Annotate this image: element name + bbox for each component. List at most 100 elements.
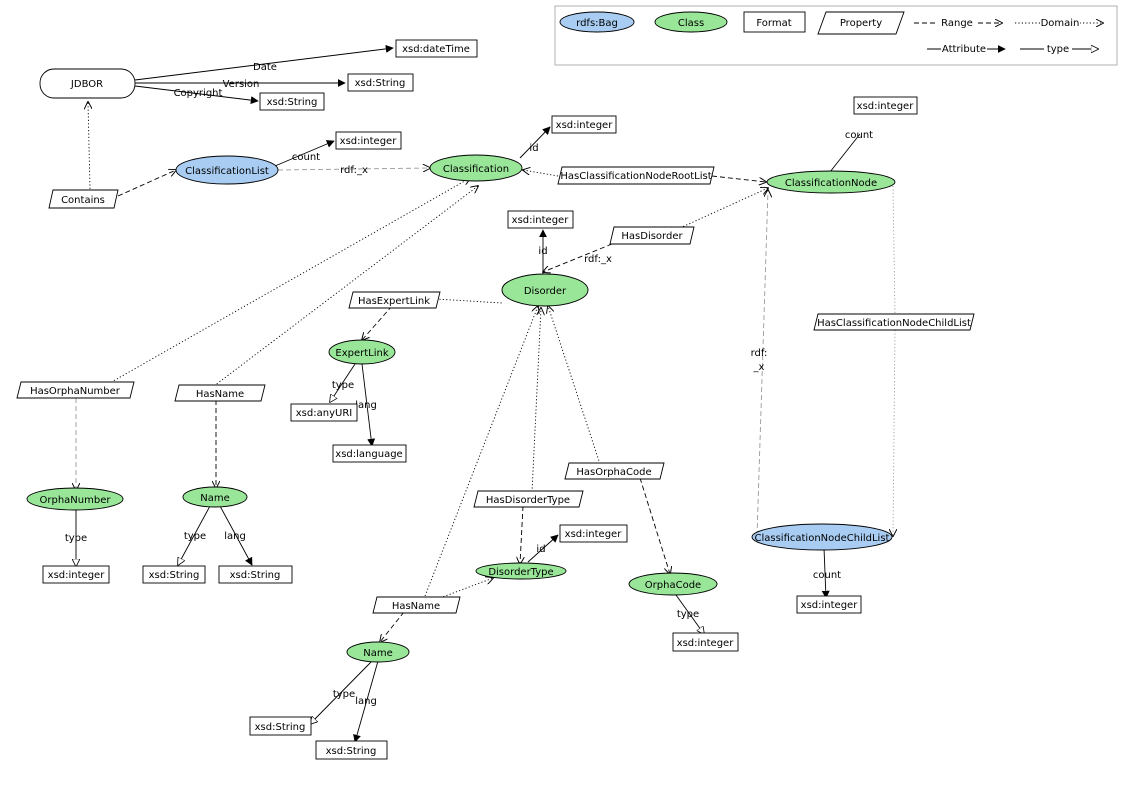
node-classnode: ClassificationNode	[766, 170, 896, 194]
edge-rdfx1	[277, 168, 430, 170]
edge-hcnrl-domain	[523, 170, 559, 177]
label-rdfx3a: rdf:	[751, 348, 768, 359]
node-str4: xsd:String	[218, 565, 293, 584]
node-classification: Classification	[429, 154, 523, 182]
node-jdbor: JDBOR	[39, 68, 136, 99]
svg-text:JDBOR: JDBOR	[70, 79, 103, 90]
node-hasexpertlink: HasExpertLink	[348, 291, 441, 309]
node-classlist: ClassificationList	[175, 155, 279, 185]
svg-text:HasExpertLink: HasExpertLink	[358, 296, 430, 307]
edge-hcncl-range	[893, 329, 895, 536]
node-hasorphanumber: HasOrphaNumber	[16, 381, 135, 399]
svg-text:xsd:integer: xsd:integer	[512, 215, 570, 226]
svg-text:HasClassificationNodeChildList: HasClassificationNodeChildList	[817, 318, 971, 329]
node-hasdisordertype: HasDisorderType	[473, 490, 584, 508]
svg-text:xsd:integer: xsd:integer	[857, 101, 915, 112]
node-hcnrl: HasClassificationNodeRootList	[557, 166, 715, 185]
legend-class-label: Class	[678, 18, 704, 29]
label-copyright: Copyright	[174, 88, 223, 99]
node-hcncl: HasClassificationNodeChildList	[813, 313, 975, 331]
edge-hasdisorder-range	[543, 243, 613, 272]
svg-text:xsd:String: xsd:String	[267, 97, 318, 108]
edge-lang2	[219, 505, 253, 566]
edge-hcnrl-range	[711, 175, 766, 182]
node-dt1: xsd:dateTime	[395, 39, 478, 58]
svg-text:xsd:integer: xsd:integer	[556, 120, 614, 131]
svg-text:xsd:anyURI: xsd:anyURI	[296, 408, 352, 419]
label-type4: type	[677, 609, 699, 620]
edge-count2	[829, 133, 861, 173]
svg-text:HasDisorderType: HasDisorderType	[486, 495, 570, 506]
svg-text:xsd:String: xsd:String	[230, 570, 281, 581]
node-orphanumber: OrphaNumber	[26, 487, 124, 511]
label-count2: count	[845, 130, 873, 141]
svg-text:xsd:String: xsd:String	[255, 722, 306, 733]
svg-text:ClassificationNodeChildList: ClassificationNodeChildList	[755, 533, 890, 544]
legend-range: Range	[914, 16, 1002, 29]
svg-text:xsd:integer: xsd:integer	[565, 529, 623, 540]
svg-text:xsd:integer: xsd:integer	[48, 570, 106, 581]
nodes: JDBOR xsd:dateTime xsd:String xsd:String…	[16, 39, 975, 760]
label-id2: id	[538, 246, 547, 257]
svg-text:xsd:dateTime: xsd:dateTime	[402, 44, 470, 55]
label-type2: type	[65, 533, 87, 544]
legend-class: Class	[654, 11, 728, 33]
svg-text:xsd:integer: xsd:integer	[677, 638, 735, 649]
node-int3: xsd:integer	[853, 96, 918, 115]
label-type1: type	[332, 380, 354, 391]
node-disorder: Disorder	[501, 273, 589, 307]
svg-text:ExpertLink: ExpertLink	[335, 348, 388, 359]
label-count1: count	[292, 152, 320, 163]
label-type5: type	[333, 689, 355, 700]
label-version: Version	[223, 79, 260, 90]
svg-text:Name: Name	[200, 493, 230, 504]
svg-text:HasOrphaCode: HasOrphaCode	[576, 467, 651, 478]
node-int6: xsd:integer	[559, 524, 628, 543]
svg-text:OrphaCode: OrphaCode	[645, 580, 701, 591]
edge-hasdisordertype-domain	[531, 308, 541, 493]
svg-text:ClassificationList: ClassificationList	[185, 166, 269, 177]
edge-hasname2-domain-a	[424, 306, 538, 597]
node-hasdisorder: HasDisorder	[609, 226, 695, 245]
svg-text:HasOrphaNumber: HasOrphaNumber	[30, 386, 121, 397]
svg-text:DisorderType: DisorderType	[488, 567, 553, 578]
legend-format: Format	[743, 11, 806, 33]
edge-count3	[821, 547, 830, 599]
node-hasname2: HasName	[372, 596, 461, 614]
edge-type1	[330, 363, 356, 402]
edge-labels: Date Version Copyright count rdf:_x id c…	[65, 62, 873, 707]
svg-text:Contains: Contains	[61, 195, 105, 206]
edge-contains-domain	[88, 102, 90, 190]
svg-text:xsd:String: xsd:String	[149, 570, 200, 581]
legend-attribute-label: Attribute	[942, 44, 986, 55]
label-lang1: lang	[355, 400, 377, 411]
edge-hasdisorder-domain	[679, 188, 768, 229]
svg-text:HasName: HasName	[392, 601, 440, 612]
node-int5: xsd:integer	[42, 565, 110, 584]
svg-text:xsd:String: xsd:String	[326, 746, 377, 757]
edge-hasname2-domain-b	[439, 578, 493, 599]
label-count3: count	[813, 570, 841, 581]
edge-hasexpertlink-domain	[435, 298, 503, 304]
edge-id3	[527, 534, 559, 563]
node-str3: xsd:String	[142, 565, 206, 584]
svg-text:Name: Name	[363, 648, 393, 659]
node-name2: Name	[346, 641, 410, 663]
edge-rdfx3	[756, 190, 768, 537]
svg-text:xsd:language: xsd:language	[335, 449, 402, 460]
legend-attribute: Attribute	[927, 42, 1006, 55]
edge-contains-range	[117, 170, 176, 197]
legend-bag-label: rdfs:Bag	[576, 18, 618, 29]
svg-text:OrphaNumber: OrphaNumber	[40, 495, 112, 506]
label-rdfx1: rdf:_x	[340, 165, 368, 176]
svg-text:HasDisorder: HasDisorder	[621, 231, 683, 242]
legend: rdfs:Bag Class Format Property Range Dom…	[554, 5, 1118, 66]
svg-text:HasName: HasName	[196, 389, 244, 400]
edge-copyright	[134, 85, 259, 105]
edges	[76, 44, 895, 743]
edge-hasdisordertype-range	[520, 505, 523, 564]
node-int7: xsd:integer	[672, 632, 739, 652]
node-hasname1: HasName	[174, 384, 266, 402]
node-name1: Name	[182, 486, 248, 508]
node-expertlink: ExpertLink	[328, 339, 396, 365]
